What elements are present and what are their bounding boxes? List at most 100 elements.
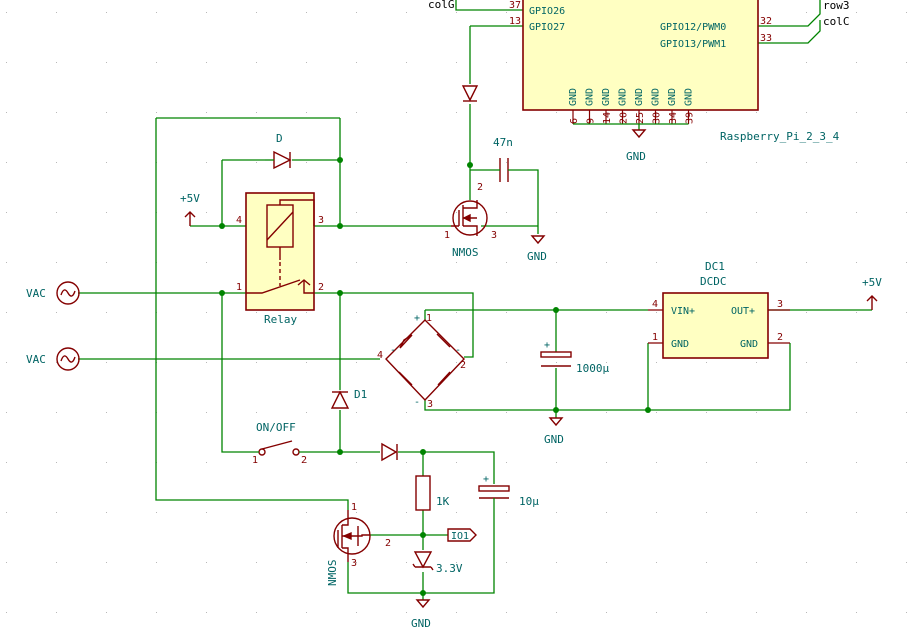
pin-number: 2: [301, 455, 307, 466]
rpi-pin-number: 13: [509, 16, 521, 27]
rpi-gnd-pin-number: 30: [652, 112, 663, 124]
nmos-label: NMOS: [326, 560, 339, 587]
rpi-pin-name: GPIO26: [529, 6, 565, 17]
diode-ref: D: [276, 132, 283, 145]
gnd-symbol: GND: [544, 417, 564, 446]
io1-text: IO1: [451, 531, 469, 542]
gnd-label: GND: [626, 150, 646, 163]
vac-source: VAC: [26, 347, 80, 371]
diode-d1: D1: [330, 388, 367, 409]
diode-ref: D1: [354, 388, 367, 401]
zener-value: 3.3V: [436, 562, 463, 575]
rpi-pin-name: GPIO13/PWM1: [660, 39, 726, 50]
resistor-1k: 1K: [415, 475, 450, 511]
net-label-colC: colC: [823, 15, 850, 28]
zener-3v3: 3.3V: [412, 551, 463, 575]
capacitor-1000u: + 1000µ: [540, 340, 609, 375]
pin-number: 4: [377, 350, 383, 361]
io1-label: IO1: [447, 528, 477, 542]
gnd-label: GND: [544, 433, 564, 446]
gnd-symbol: GND: [527, 235, 547, 263]
switch-on-off: ON/OFF 1 2: [252, 421, 307, 466]
junctions: [219, 157, 651, 596]
pin-number: 1: [236, 282, 242, 293]
relay-name: Relay: [264, 313, 297, 326]
bridge-rectifier: + 1 - 4 - 2 - 3: [377, 313, 466, 410]
vac-label: VAC: [26, 353, 46, 366]
pin-number: 3: [318, 215, 324, 226]
dcdc-gnd: GND: [671, 339, 689, 350]
bridge-plus: +: [414, 313, 420, 324]
plus5v-label: +5V: [180, 192, 200, 205]
pin-number: 2: [385, 538, 391, 549]
rpi-gnd-pin-name: GND: [651, 88, 662, 106]
gnd-label: GND: [411, 617, 431, 630]
rpi-gnd-pin-number: 34: [668, 112, 679, 124]
pin-number: 1: [252, 455, 258, 466]
pin-number: 3: [351, 558, 357, 569]
pin-number: 4: [236, 215, 242, 226]
dcdc-converter: DC1 DCDC VIN+ OUT+ GND GND 4 1 3 2: [648, 260, 790, 359]
cap-value: 1000µ: [576, 362, 609, 375]
rpi-pin-number: 33: [760, 33, 772, 44]
plus5v-label: +5V: [862, 276, 882, 289]
gnd-symbol: GND: [411, 599, 431, 630]
rpi-gnd-pin-number: 14: [602, 112, 613, 124]
capacitor-47n: 47n: [493, 136, 513, 182]
vac-source: VAC: [26, 281, 80, 305]
rpi-part-name: Raspberry_Pi_2_3_4: [720, 130, 840, 143]
pin-number: 1: [426, 313, 432, 324]
bridge-minus: -: [390, 345, 396, 356]
relay-symbol: 4 3 1 2 Relay: [236, 192, 324, 326]
bridge-minus: -: [414, 397, 420, 408]
dcdc-vin: VIN+: [671, 306, 695, 317]
gnd-label: GND: [527, 250, 547, 263]
nmos-bottom: 1 2 3 NMOS: [326, 502, 391, 586]
diode-d: D: [265, 132, 292, 170]
grid-dots: [6, 12, 907, 613]
rpi-gnd-pin-number: 39: [685, 112, 696, 124]
rpi-gnd-bus: [573, 123, 689, 130]
rpi-gnd-pin-name: GND: [684, 88, 695, 106]
raspberry-pi-symbol: GPIO26 37 GPIO27 13 GPIO12/PWM0 32 GPIO1…: [509, 0, 840, 143]
plus5v-symbol: +5V: [180, 192, 200, 226]
rpi-pin-number: 32: [760, 16, 772, 27]
capacitor-10u: + 10µ: [478, 474, 539, 512]
cap-value: 10µ: [519, 495, 539, 508]
vac-label: VAC: [26, 287, 46, 300]
rpi-gnd-pin-number: 20: [619, 112, 630, 124]
pin-number: 1: [444, 230, 450, 241]
dcdc-ref: DC1: [705, 260, 725, 273]
rpi-gnd-pin-name: GND: [585, 88, 596, 106]
rpi-gnd-pin-name: GND: [634, 88, 645, 106]
pin-number: 1: [652, 332, 658, 343]
gnd-symbol: GND: [626, 129, 647, 163]
pin-number: 3: [777, 299, 783, 310]
dcdc-out: OUT+: [731, 306, 755, 317]
net-label-row3: row3: [823, 0, 850, 12]
diode-gpio: [461, 85, 479, 102]
nmos-top: 1 2 3 NMOS: [444, 178, 497, 259]
rpi-gnd-pin-name: GND: [667, 88, 678, 106]
rpi-gnd-pin-name: GND: [568, 88, 579, 106]
dcdc-name: DCDC: [700, 275, 727, 288]
rpi-pin-name: GPIO12/PWM0: [660, 22, 726, 33]
pin-number: 2: [318, 282, 324, 293]
pin-number: 3: [427, 399, 433, 410]
cap-value: 47n: [493, 136, 513, 149]
pin-number: 2: [777, 332, 783, 343]
switch-name: ON/OFF: [256, 421, 296, 434]
rpi-gnd-pin-number: 9: [586, 118, 597, 124]
pin-number: 2: [477, 182, 483, 193]
net-label-colG: colG: [428, 0, 455, 11]
rpi-gnd-pin-name: GND: [618, 88, 629, 106]
nmos-label: NMOS: [452, 246, 479, 259]
rpi-gnd-pin-name: GND: [601, 88, 612, 106]
bridge-minus: -: [455, 345, 461, 356]
rpi-gnd-pin-number: 6: [569, 118, 580, 124]
cap-plus: +: [544, 340, 550, 351]
rpi-pin-number: 37: [509, 0, 521, 11]
resistor-value: 1K: [436, 495, 450, 508]
